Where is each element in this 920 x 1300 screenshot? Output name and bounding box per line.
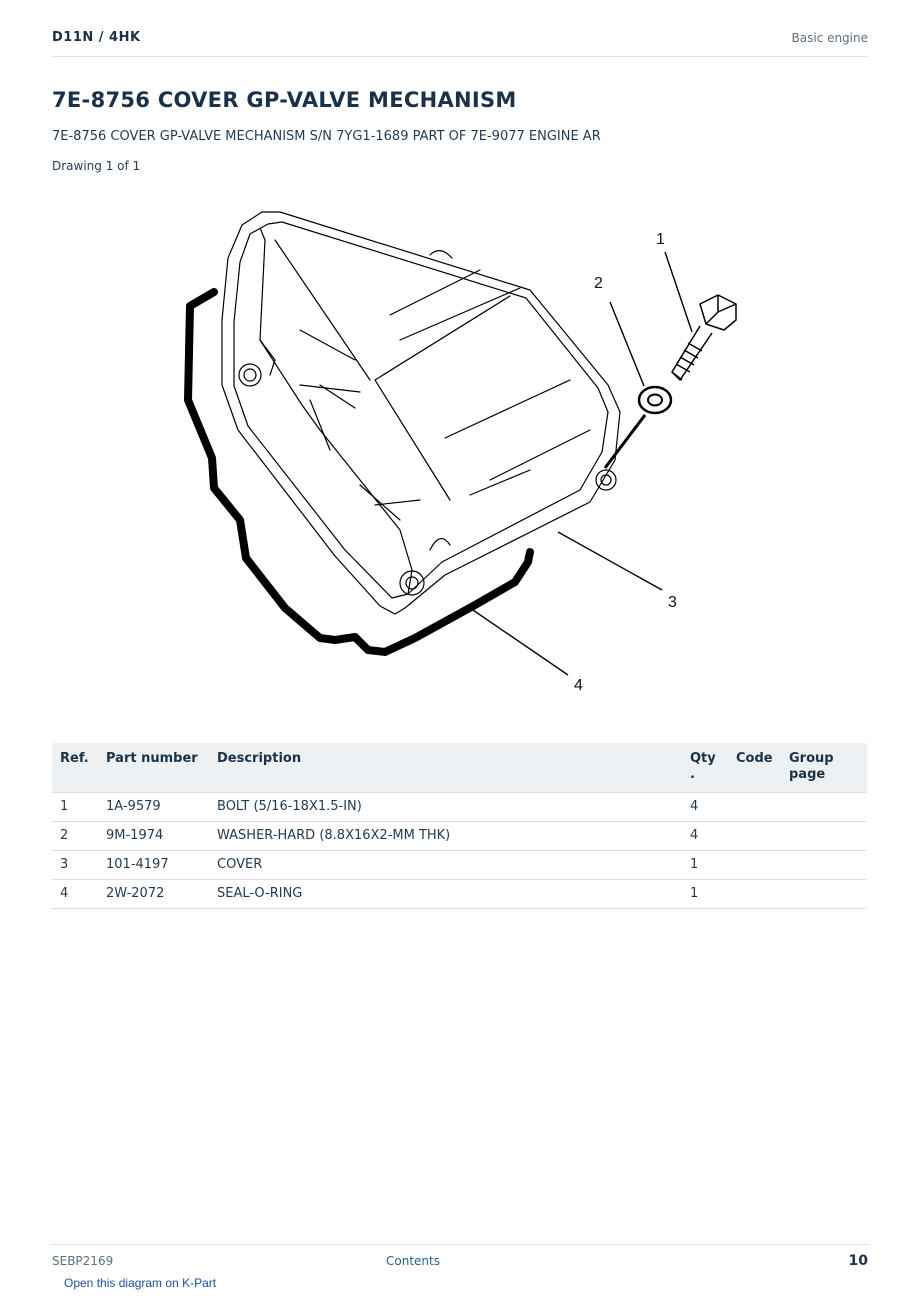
cell-part-number: 1A-9579 <box>98 792 209 822</box>
open-kpart-link[interactable]: Open this diagram on K-Part <box>64 1276 217 1290</box>
cell-description: WASHER-HARD (8.8X16X2-MM THK) <box>209 821 682 851</box>
cell-ref: 2 <box>52 821 98 851</box>
table-row: 1 1A-9579 BOLT (5/16-18X1.5-IN) 4 <box>52 792 867 822</box>
drawing-count: Drawing 1 of 1 <box>52 159 141 173</box>
table-row: 2 9M-1974 WASHER-HARD (8.8X16X2-MM THK) … <box>52 821 867 851</box>
table-row: 3 101-4197 COVER 1 <box>52 850 867 880</box>
table-row: 4 2W-2072 SEAL-O-RING 1 <box>52 879 867 909</box>
model-label: D11N / 4HK <box>52 30 141 45</box>
document-id: SEBP2169 <box>52 1254 114 1268</box>
cell-group-page <box>781 792 867 822</box>
cell-qty: 4 <box>682 821 728 851</box>
cell-ref: 4 <box>52 879 98 909</box>
cell-group-page <box>781 850 867 880</box>
callout-3: 3 <box>668 594 677 611</box>
page-subtitle: 7E-8756 COVER GP-VALVE MECHANISM S/N 7YG… <box>52 129 601 144</box>
cell-code <box>728 792 781 822</box>
cover-drawing <box>221 211 621 615</box>
leader-lines <box>469 251 693 676</box>
header-group-page: Group page <box>781 743 867 793</box>
cell-ref: 3 <box>52 850 98 880</box>
header-ref: Ref. <box>52 743 98 793</box>
header-qty: Qty . <box>682 743 728 793</box>
table-header-row: Ref. Part number Description Qty . Code … <box>52 743 867 793</box>
washer-drawing <box>603 385 673 469</box>
section-label: Basic engine <box>791 31 868 45</box>
cell-description: COVER <box>209 850 682 880</box>
parts-table: Ref. Part number Description Qty . Code … <box>52 743 867 909</box>
page-header: D11N / 4HK Basic engine <box>52 28 868 57</box>
page-footer: SEBP2169 Contents 10 <box>52 1244 868 1275</box>
header-description: Description <box>209 743 682 793</box>
cell-description: BOLT (5/16-18X1.5-IN) <box>209 792 682 822</box>
cell-group-page <box>781 821 867 851</box>
contents-link[interactable]: Contents <box>386 1254 440 1268</box>
cell-part-number: 2W-2072 <box>98 879 209 909</box>
page-title: 7E-8756 COVER GP-VALVE MECHANISM <box>52 88 517 112</box>
callout-2: 2 <box>594 275 603 292</box>
cell-part-number: 9M-1974 <box>98 821 209 851</box>
cell-qty: 1 <box>682 879 728 909</box>
cell-ref: 1 <box>52 792 98 822</box>
cell-code <box>728 821 781 851</box>
cell-code <box>728 850 781 880</box>
cell-qty: 4 <box>682 792 728 822</box>
callout-1: 1 <box>656 231 665 248</box>
seal-o-ring-drawing <box>184 288 534 656</box>
cell-group-page <box>781 879 867 909</box>
cell-qty: 1 <box>682 850 728 880</box>
cell-part-number: 101-4197 <box>98 850 209 880</box>
parts-diagram: 1 2 3 4 <box>184 211 737 694</box>
cell-description: SEAL-O-RING <box>209 879 682 909</box>
header-code: Code <box>728 743 781 793</box>
callout-4: 4 <box>574 677 583 694</box>
cell-code <box>728 879 781 909</box>
page-number: 10 <box>848 1253 868 1269</box>
header-part-number: Part number <box>98 743 209 793</box>
bolt-drawing <box>671 294 737 381</box>
